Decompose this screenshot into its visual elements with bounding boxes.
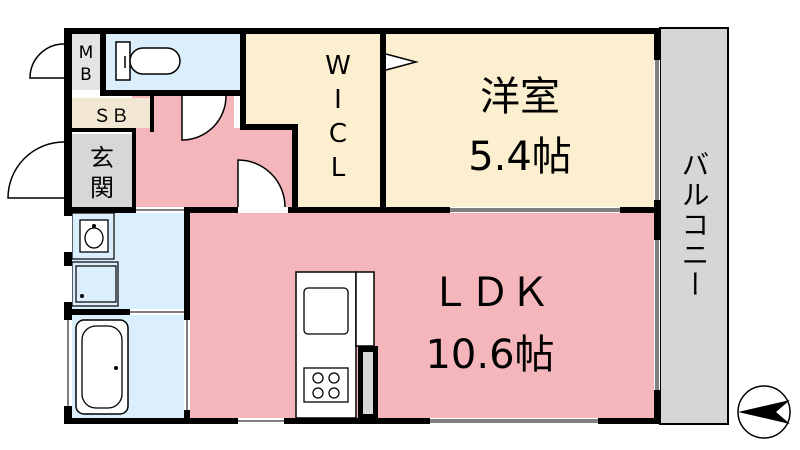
mb-door-icon bbox=[29, 43, 65, 79]
toilet-icon bbox=[115, 41, 181, 81]
western-room-size: 5.4帖 bbox=[468, 134, 572, 180]
entrance-door-icon bbox=[7, 141, 65, 199]
room-fills bbox=[70, 28, 728, 424]
kitchen-counter-icon bbox=[295, 271, 375, 419]
entrance-label-char: 玄 bbox=[90, 144, 114, 172]
mb-area bbox=[72, 34, 100, 90]
wic-label-char: I bbox=[334, 85, 342, 115]
openings bbox=[64, 60, 660, 424]
north-arrow-icon bbox=[737, 385, 791, 439]
balcony-label: バルコニー bbox=[678, 150, 711, 300]
ldk-area bbox=[190, 213, 654, 418]
mb-label-char: B bbox=[80, 65, 92, 85]
doors bbox=[7, 43, 419, 208]
wic-door-icon bbox=[385, 53, 419, 71]
toilet-door-icon bbox=[181, 95, 227, 141]
wic-label-char: W bbox=[325, 51, 351, 81]
bathtub-icon bbox=[75, 319, 129, 415]
entrance-area bbox=[72, 134, 132, 207]
sb-label: ＳＢ bbox=[93, 106, 129, 127]
ldk-room-name: ＬＤＫ bbox=[430, 270, 550, 316]
washbasin-icon bbox=[79, 219, 109, 253]
washing-machine-pan-icon bbox=[75, 265, 117, 303]
wic-label-char: C bbox=[329, 119, 347, 149]
ldk-room-size: 10.6帖 bbox=[425, 332, 554, 378]
room-labels: 洋室 5.4帖 ＬＤＫ 10.6帖 W I C L ＳＢ M B 玄 関 バルコ… bbox=[79, 43, 711, 378]
mb-label-char: M bbox=[79, 43, 94, 63]
western-room-name: 洋室 bbox=[480, 74, 560, 120]
wic-label-char: L bbox=[331, 153, 346, 183]
balcony-area bbox=[660, 28, 728, 424]
fixtures bbox=[75, 41, 378, 419]
sb-area bbox=[72, 98, 150, 128]
wic-area bbox=[246, 34, 380, 207]
western-room-area bbox=[386, 34, 654, 207]
hallway-door-icon bbox=[237, 159, 286, 208]
entrance-label-char: 関 bbox=[90, 174, 114, 202]
